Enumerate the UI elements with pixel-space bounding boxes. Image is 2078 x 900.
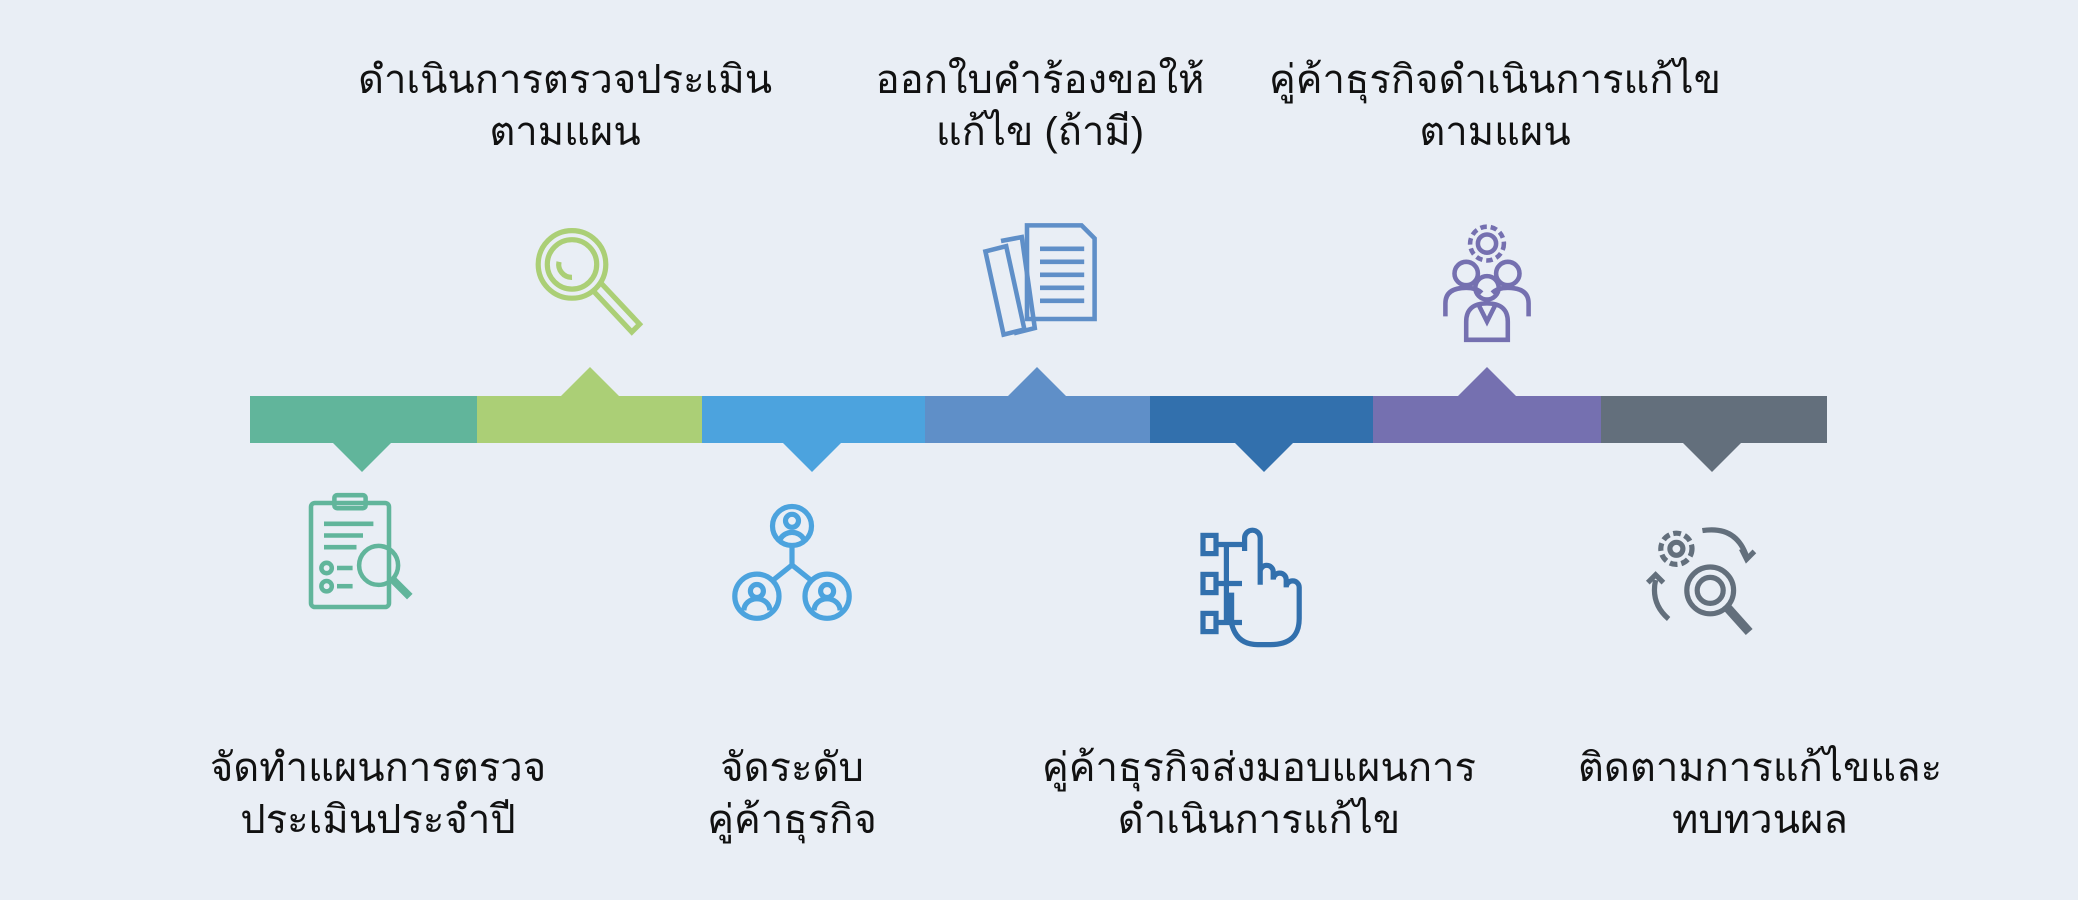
step-1-line-2: ประเมินประจำปี [240,798,516,842]
timeline-segment-7 [1601,396,1827,443]
step-4-line-1: ออกใบคำร้องขอให้ [875,58,1205,102]
timeline-segment-3 [702,396,925,443]
step-6-label: คู่ค้าธุรกิจดำเนินการแก้ไข ตามแผน [1235,54,1755,158]
step-5-line-1: คู่ค้าธุรกิจส่งมอบแผนการ [1042,746,1476,790]
pointer-down-5 [1234,442,1294,472]
step-7-line-2: ทบทวนผล [1672,798,1848,842]
hand-flowchart-icon [1190,525,1320,655]
step-5-label: คู่ค้าธุรกิจส่งมอบแผนการ ดำเนินการแก้ไข [999,742,1519,846]
step-1-label: จัดทำแผนการตรวจ ประเมินประจำปี [118,742,638,846]
timeline-segment-2 [477,396,702,443]
pointer-down-3 [782,442,842,472]
clipboard-search-icon [298,490,428,620]
timeline-segment-1 [250,396,477,443]
step-4-label: ออกใบคำร้องขอให้ แก้ไข (ถ้ามี) [780,54,1300,158]
team-gear-icon [1422,215,1552,345]
magnifier-icon [520,215,650,345]
step-3-label: จัดระดับ คู่ค้าธุรกิจ [532,742,1052,846]
step-7-line-1: ติดตามการแก้ไขและ [1577,746,1943,790]
timeline-segment-4 [925,396,1150,443]
pointer-up-2 [560,367,620,397]
step-4-line-2: แก้ไข (ถ้ามี) [935,110,1145,154]
pointer-up-4 [1007,367,1067,397]
step-2-line-2: ตามแผน [489,110,641,154]
pointer-up-6 [1457,367,1517,397]
step-3-line-2: คู่ค้าธุรกิจ [707,798,877,842]
step-7-label: ติดตามการแก้ไขและ ทบทวนผล [1500,742,2020,846]
step-5-line-2: ดำเนินการแก้ไข [1117,798,1401,842]
documents-icon [975,215,1105,345]
timeline-segment-6 [1373,396,1601,443]
step-2-label: ดำเนินการตรวจประเมิน ตามแผน [305,54,825,158]
step-2-line-1: ดำเนินการตรวจประเมิน [357,58,773,102]
gear-search-cycle-icon [1640,515,1770,645]
pointer-down-1 [332,442,392,472]
people-network-icon [727,500,857,630]
step-6-line-2: ตามแผน [1419,110,1571,154]
step-1-line-1: จัดทำแผนการตรวจ [209,746,547,790]
step-3-line-1: จัดระดับ [720,746,864,790]
step-6-line-1: คู่ค้าธุรกิจดำเนินการแก้ไข [1269,58,1721,102]
timeline-segment-5 [1150,396,1373,443]
pointer-down-7 [1682,442,1742,472]
